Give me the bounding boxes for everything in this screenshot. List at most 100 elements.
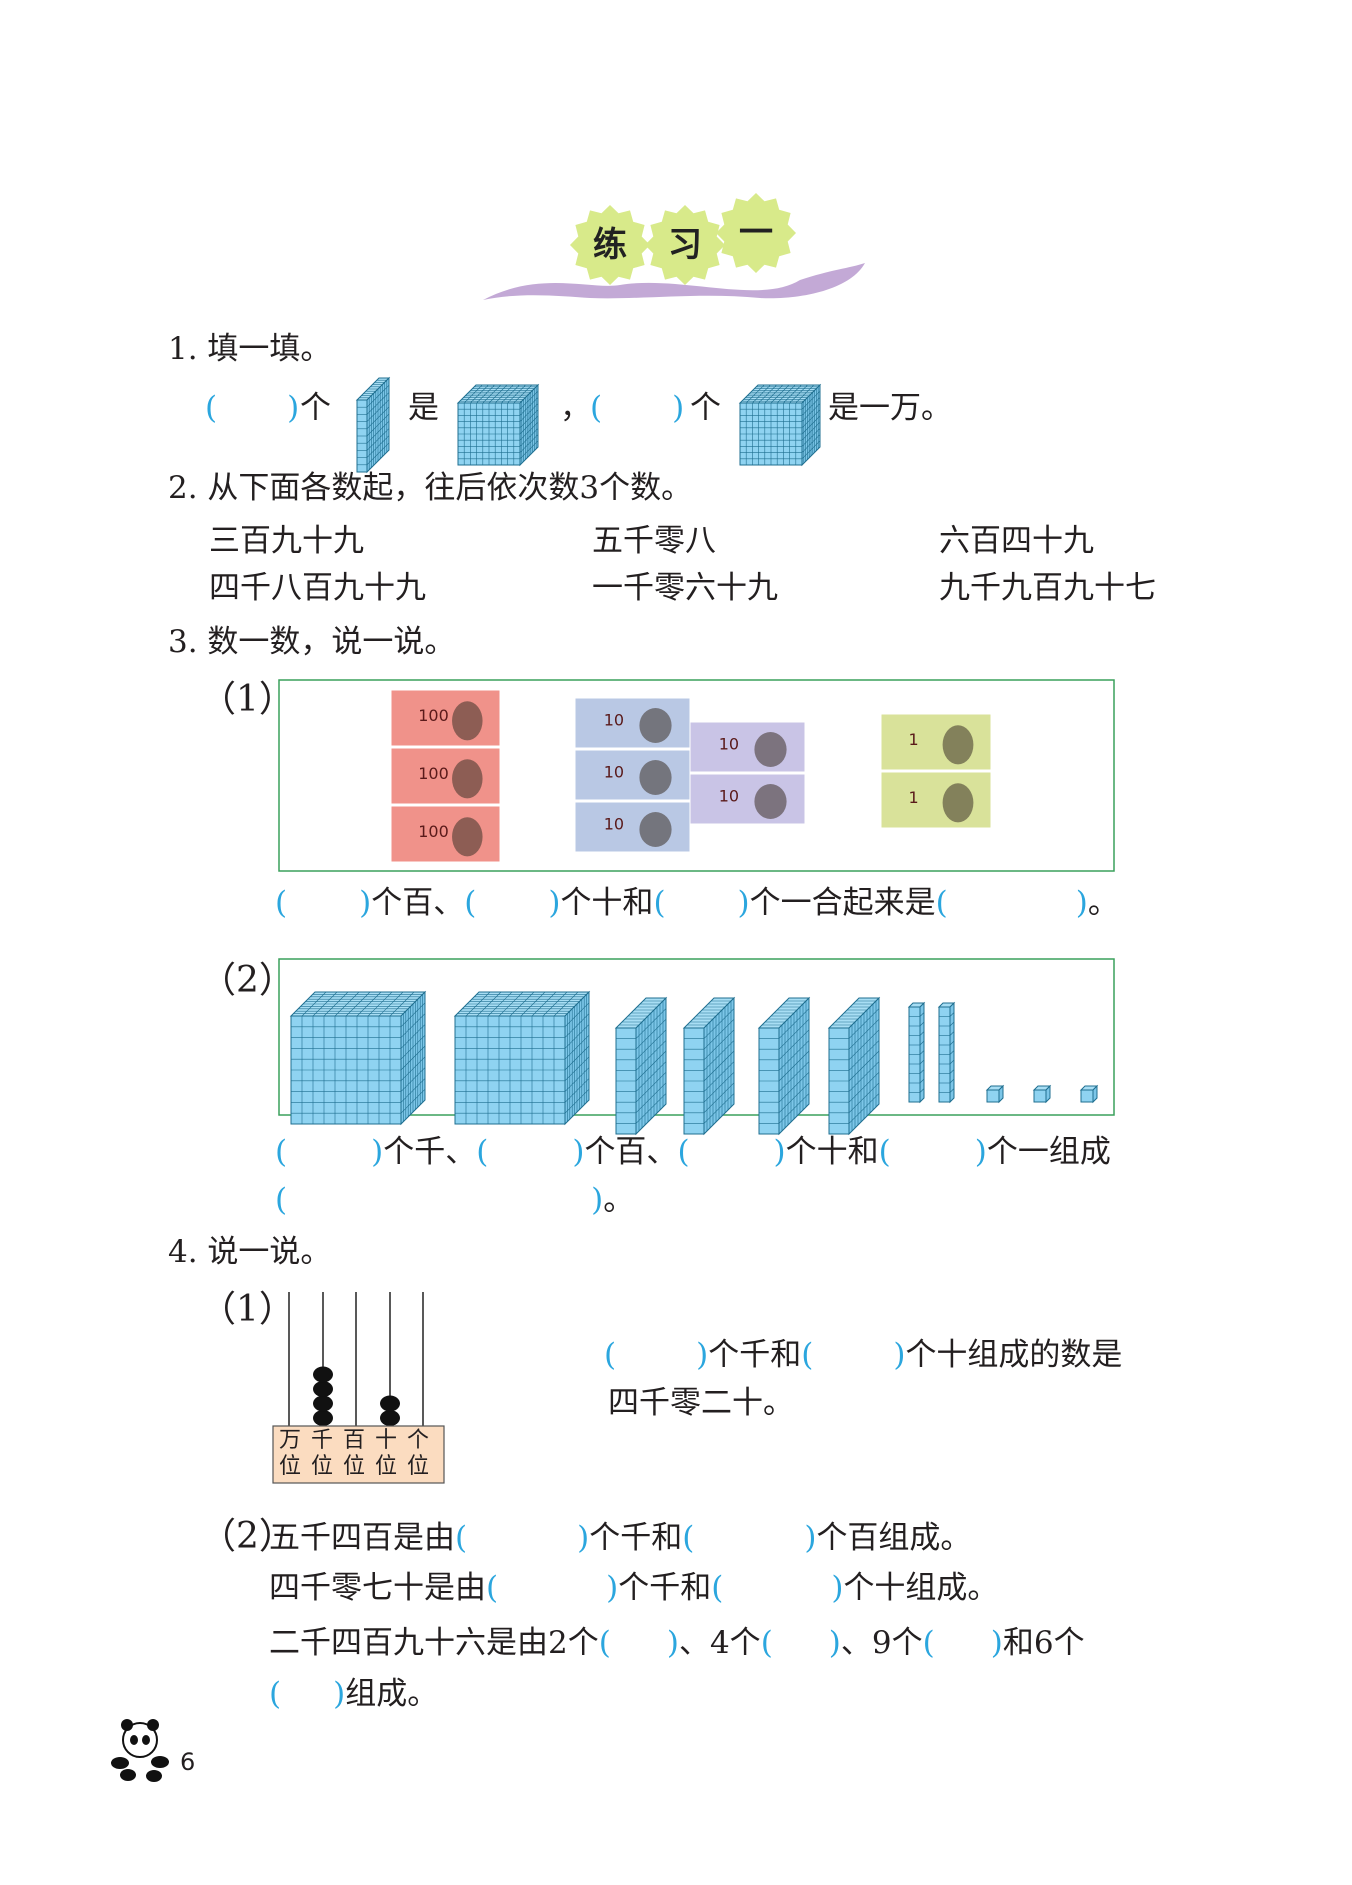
panda-eye [142,1735,150,1745]
line-text: 个千和 [618,1570,712,1606]
q1-row-part: () [590,390,684,426]
q2-number: 六百四十九 [939,523,1094,559]
portrait [754,784,787,819]
q2-heading: 2. 从下面各数起，往后依次数3个数。 [168,470,693,506]
q1-row-part: () [205,390,299,426]
answer-blank[interactable]: () [590,390,685,426]
grid-line [949,1031,955,1036]
title-star-1 [570,205,650,285]
portrait [754,732,787,767]
q1-row-part: 是 [408,390,439,426]
answer-blank[interactable]: () [269,1676,346,1712]
banknote [574,697,691,749]
answer-blank[interactable]: () [653,885,750,921]
hundred-flat-image [355,376,391,474]
note-denomination: 10 [604,763,624,782]
line-text: 个百、 [371,885,465,921]
answer-blank[interactable]: () [711,1570,844,1606]
ten-rod [937,1001,956,1104]
panda-arm [151,1756,169,1768]
answer-blank[interactable]: () [455,1520,590,1556]
ten-yuan-note: 10 [689,773,806,825]
q1-row-part: 个 [300,390,331,426]
note-denomination: 1 [909,730,919,749]
line-text: 四千零二十。 [608,1385,794,1421]
portrait [639,708,672,743]
answer-blank[interactable]: () [801,1337,906,1373]
page-number: 6 [180,1748,196,1776]
grid-line [919,1050,925,1055]
one-cube [985,1084,1005,1104]
answer-blank[interactable]: () [682,1520,817,1556]
title-star-2 [645,205,725,285]
abacus-bead [313,1395,333,1412]
answer-blank[interactable]: () [760,1625,841,1661]
line-text: 个百、 [584,1134,678,1170]
q3-p1-label: （1） [200,679,295,720]
answer-blank[interactable]: () [878,1134,987,1170]
q4-p2-line-4: ()组成。 [269,1676,438,1712]
q3-p2-answer-line-1: ()个千、()个百、()个十和()个一组成 [275,1134,1111,1170]
q4-p2-line-3: 二千四百九十六是由2个()、4个()、9个()和6个 [269,1625,1085,1661]
q4-p2-line-2: 四千零七十是由()个千和()个十组成。 [269,1570,998,1606]
q1-row-part: 是一万。 [828,390,952,426]
q1-heading: 1. 填一填。 [168,331,332,367]
answer-blank[interactable]: () [476,1134,585,1170]
answer-blank[interactable]: () [922,1625,1003,1661]
grid-line [919,1012,925,1017]
banknote [574,749,691,801]
answer-blank[interactable]: () [486,1570,619,1606]
banknote [574,801,691,853]
block-front [1080,1089,1094,1103]
panda-leg [146,1770,162,1782]
grid-line [949,1059,955,1065]
grid-line [919,1040,925,1046]
answer-blank[interactable]: () [275,885,372,921]
q3-p1-frame [278,679,1115,872]
portrait [942,725,974,765]
answer-blank[interactable]: () [205,390,300,426]
answer-blank[interactable]: () [275,1182,604,1218]
banknote [689,721,806,773]
grid-line [949,1078,955,1084]
thousand-cube-image [738,383,822,467]
note-denomination: 100 [418,822,449,841]
panda-arm [111,1757,129,1769]
answer-blank[interactable]: () [598,1625,679,1661]
banknote [880,713,992,771]
portrait [452,759,483,799]
line-text: 是一万。 [828,390,952,426]
grid-line [919,1031,925,1036]
grid-line [919,1078,925,1084]
line-text: 组成。 [345,1676,439,1712]
thousand-cube-image [456,383,540,467]
one-cube [1032,1084,1052,1104]
grid-line [949,1040,955,1046]
hundred-flat [682,996,736,1136]
abacus-bead [313,1366,333,1383]
q2-number: 五千零八 [592,523,716,559]
answer-blank[interactable]: () [464,885,561,921]
q2-number: 三百九十九 [209,523,364,559]
line-text: 二千四百九十六是由2个 [269,1625,599,1661]
answer-blank[interactable]: () [677,1134,786,1170]
abacus-place-top: 万千百十个 [279,1428,440,1453]
hundred-yuan-note: 100 [390,805,501,863]
title-star-3 [716,193,796,273]
q3-p2-label: （2） [200,960,295,1001]
thousand-cube [289,990,427,1126]
note-denomination: 100 [418,764,449,783]
abacus-bead [380,1410,400,1426]
answer-blank[interactable]: () [275,1134,384,1170]
grid-line [919,1088,925,1093]
title-char-1: 练 [593,225,627,265]
answer-blank[interactable]: () [604,1337,709,1373]
line-text: 个 [300,390,331,426]
ten-rod [907,1001,926,1104]
grid-line [919,1069,925,1074]
one-yuan-note: 1 [880,713,992,771]
answer-blank[interactable]: () [935,885,1088,921]
block-front [986,1089,1000,1103]
